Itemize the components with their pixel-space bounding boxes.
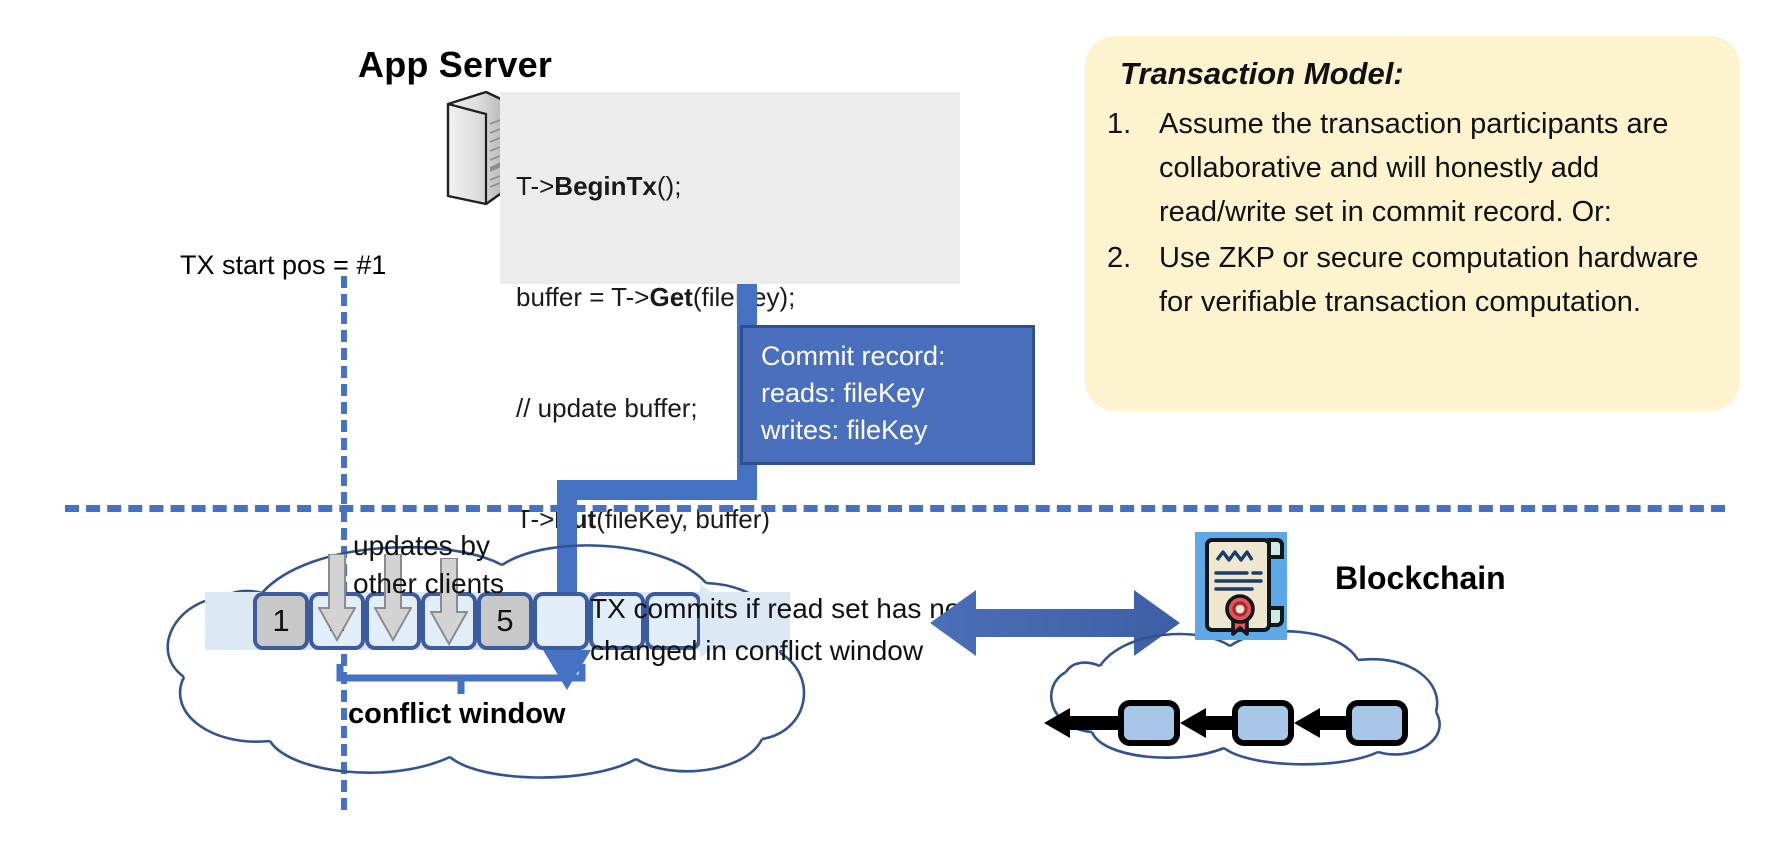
item-number: 2.: [1107, 242, 1132, 274]
transaction-model-title: Transaction Model:: [1120, 56, 1404, 91]
tx-commits-condition-label: TX commits if read set has not changed i…: [590, 588, 968, 672]
log-box-1[interactable]: 1: [253, 592, 309, 650]
bidirectional-exchange-arrow-icon: [930, 588, 1180, 658]
code-block-background: [500, 92, 960, 284]
transaction-model-panel: Transaction Model: 1. Assume the transac…: [1085, 36, 1740, 411]
updates-label-line-1: updates by: [353, 530, 490, 561]
blockchain-block-3[interactable]: [1346, 700, 1408, 746]
log-box-5[interactable]: 5: [477, 592, 533, 650]
blockchain-block-1[interactable]: [1118, 700, 1180, 746]
code-line-1: buffer = T->Get(fileKey);: [516, 282, 795, 312]
log-box-8[interactable]: [645, 592, 701, 650]
transaction-model-list: 1. Assume the transaction participants a…: [1107, 102, 1724, 326]
conflict-window-brace: [336, 660, 586, 700]
horizontal-dashed-divider: [65, 505, 1725, 512]
app-server-title: App Server: [358, 44, 553, 85]
update-arrow-icon-1: [317, 553, 357, 643]
commit-record-reads: reads: fileKey: [761, 378, 925, 408]
code-line-2: // update buffer;: [516, 393, 698, 423]
log-tail-triangle-icon: [700, 584, 790, 663]
blockchain-link-arrow-icon-3: [1294, 708, 1348, 738]
blockchain-block-2[interactable]: [1232, 700, 1294, 746]
tx-start-dashed-line: [341, 276, 347, 810]
update-arrow-icon-3: [429, 557, 469, 647]
connector-horizontal: [557, 480, 757, 500]
commit-record-writes: writes: fileKey: [761, 415, 928, 445]
conflict-window-label: conflict window: [348, 698, 566, 730]
log-box-6[interactable]: [533, 592, 589, 650]
tx-commit-line-2: changed in conflict window: [590, 635, 924, 666]
blockchain-link-arrow-icon-1: [1044, 708, 1122, 738]
updates-by-other-clients-label: updates by other clients: [353, 527, 504, 603]
blockchain-link-arrow-icon-2: [1180, 708, 1234, 738]
item-text: Use ZKP or secure computation hardware f…: [1159, 242, 1699, 318]
transaction-model-item: 1. Assume the transaction participants a…: [1107, 102, 1724, 234]
commit-record-title: Commit record:: [761, 341, 946, 371]
tx-commit-line-1: TX commits if read set has not: [590, 593, 969, 624]
code-line-0: T->BeginTx();: [516, 171, 682, 201]
updates-label-line-2: other clients: [353, 568, 504, 599]
update-arrow-icon-2: [373, 553, 413, 643]
tx-start-pos-label: TX start pos = #1: [180, 250, 387, 280]
commit-record-box: Commit record: reads: fileKey writes: fi…: [740, 325, 1035, 465]
transaction-model-item: 2. Use ZKP or secure computation hardwar…: [1107, 236, 1724, 324]
certificate-seal-icon: [1195, 532, 1287, 640]
item-text: Assume the transaction participants are …: [1159, 108, 1669, 228]
log-cloud-shape: [150, 535, 830, 785]
item-number: 1.: [1107, 108, 1132, 140]
log-box-7[interactable]: [589, 592, 645, 650]
blockchain-label: Blockchain: [1335, 560, 1506, 596]
